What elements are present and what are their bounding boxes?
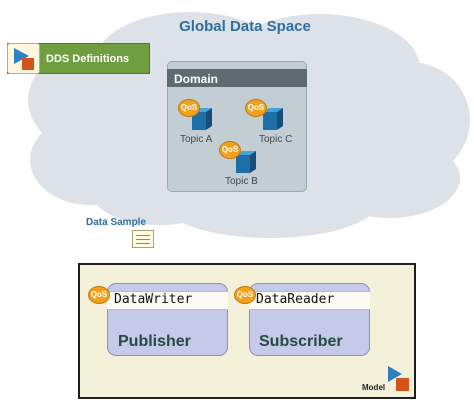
topic-b-label: Topic B <box>225 176 258 187</box>
sample-line <box>136 239 150 240</box>
publisher-label: Publisher <box>118 333 191 350</box>
subscriber-label: Subscriber <box>259 333 343 350</box>
dds-definitions-label: DDS Definitions <box>46 53 130 65</box>
domain-label: Domain <box>174 72 219 86</box>
sample-line <box>136 243 150 244</box>
topic-a-label: Topic A <box>180 134 213 145</box>
datawriter-header <box>107 291 228 310</box>
topic-c-qos-badge: QoS <box>245 99 267 117</box>
topic-c-label: Topic C <box>259 134 293 145</box>
topic-b-qos-badge: QoS <box>219 141 241 159</box>
datawriter-qos-badge: QoS <box>88 286 110 304</box>
datawriter-label: DataWriter <box>114 292 193 307</box>
sample-line <box>136 235 150 236</box>
datareader-label: DataReader <box>256 292 335 307</box>
cloud-title: Global Data Space <box>179 18 311 35</box>
datareader-qos-badge: QoS <box>234 286 256 304</box>
topic-b-cube-icon <box>236 151 256 173</box>
model-label: Model <box>362 383 386 392</box>
dds-definitions-icon <box>7 43 40 74</box>
data-sample-label: Data Sample <box>86 217 147 228</box>
datareader-header <box>249 291 370 310</box>
domain-header <box>167 69 307 87</box>
topic-c-cube-icon <box>263 108 283 130</box>
topic-a-qos-badge: QoS <box>178 99 200 117</box>
model-icon <box>388 366 409 391</box>
